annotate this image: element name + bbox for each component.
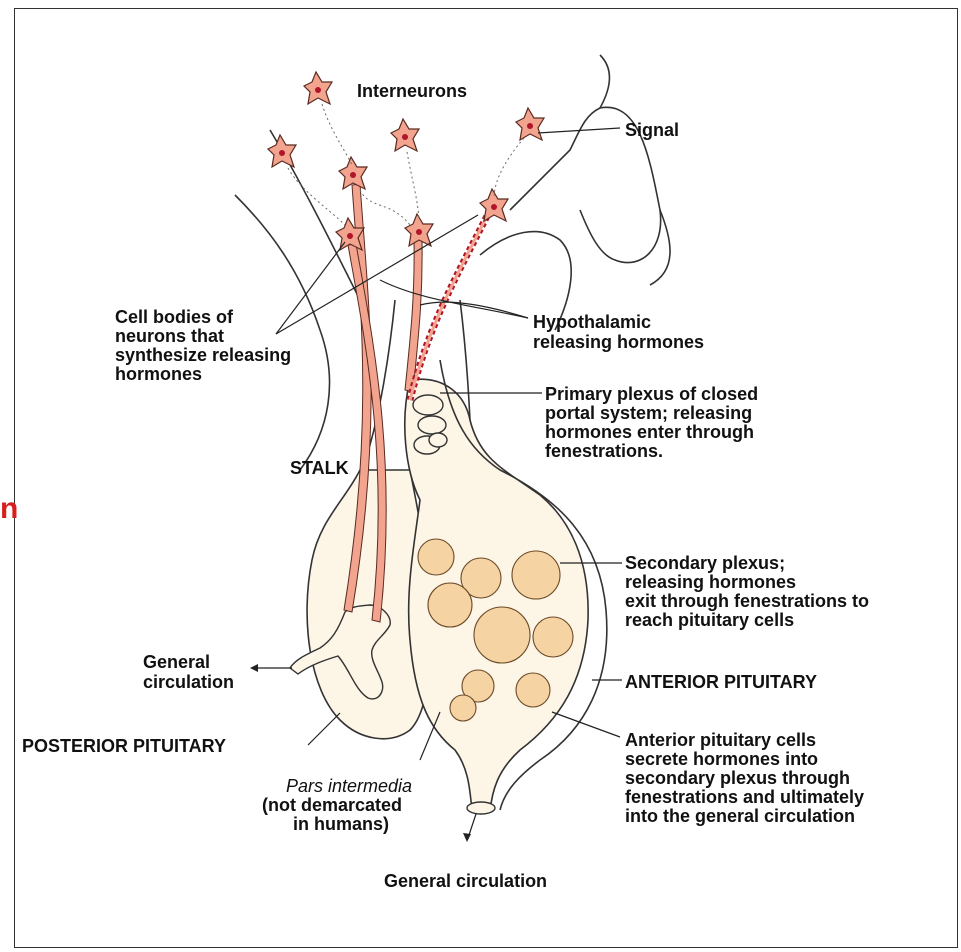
label-anterior-cells-line5: into the general circulation [625,806,855,826]
edge-fragment-letter: n [0,492,18,525]
label-anterior-pituitary: ANTERIOR PITUITARY [625,672,817,692]
label-cell-bodies-line2: neurons that [115,326,224,346]
label-hypothalamic-line1: Hypothalamic [533,312,651,332]
label-pars-note-line2: in humans) [293,814,389,834]
label-hypothalamic-line2: releasing hormones [533,332,704,352]
label-primary-plexus-line2: portal system; releasing [545,403,752,423]
label-primary-plexus-line3: hormones enter through [545,422,754,442]
label-secondary-plexus-line1: Secondary plexus; [625,553,785,573]
label-primary-plexus-line4: fenestrations. [545,441,663,461]
label-secondary-plexus-line2: releasing hormones [625,572,796,592]
label-cell-bodies-line1: Cell bodies of [115,307,234,327]
label-posterior-pituitary: POSTERIOR PITUITARY [22,736,226,756]
label-general-circulation-left-line1: General [143,652,210,672]
label-anterior-cells-line2: secrete hormones into [625,749,818,769]
label-general-circulation-left-line2: circulation [143,672,234,692]
label-anterior-cells-line3: secondary plexus through [625,768,850,788]
label-secondary-plexus-line3: exit through fenestrations to [625,591,869,611]
primary-plexus [413,395,447,454]
label-interneurons: Interneurons [357,81,467,101]
vessel-opening [467,802,495,814]
label-secondary-plexus-line4: reach pituitary cells [625,610,794,630]
label-signal: Signal [625,120,679,140]
label-primary-plexus-line1: Primary plexus of closed [545,384,758,404]
label-stalk: STALK [290,458,349,478]
label-general-circulation-bottom: General circulation [384,871,547,891]
label-cell-bodies-line3: synthesize releasing [115,345,291,365]
label-anterior-cells-line1: Anterior pituitary cells [625,730,816,750]
label-pars-intermedia: Pars intermedia [286,776,412,796]
label-cell-bodies-line4: hormones [115,364,202,384]
label-pars-note-line1: (not demarcated [262,795,402,815]
label-anterior-cells-line4: fenestrations and ultimately [625,787,864,807]
